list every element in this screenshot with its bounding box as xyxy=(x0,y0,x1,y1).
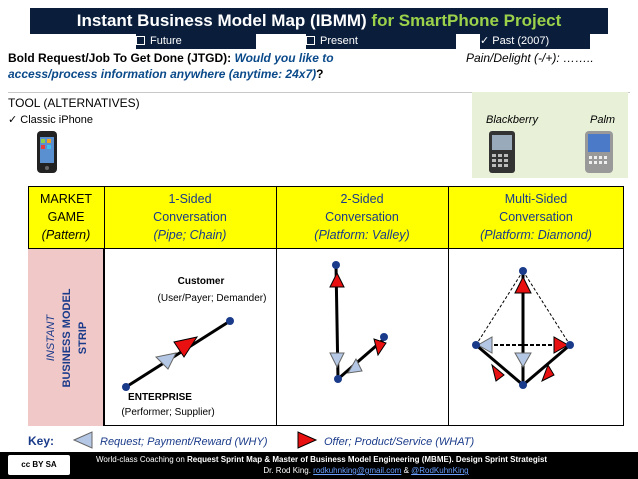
enterprise-role: (Performer; Supplier) xyxy=(121,407,215,418)
node xyxy=(332,261,340,269)
cc-license-badge: cc BY SA xyxy=(8,455,70,475)
node xyxy=(334,375,342,383)
pain-delight: Pain/Delight (-/+): …….. xyxy=(466,51,594,65)
col-line1: 1-Sided xyxy=(168,192,212,206)
alt-blackberry-label: Blackberry xyxy=(486,114,538,126)
footer xyxy=(0,452,638,479)
tool-label: TOOL (ALTERNATIVES) xyxy=(8,96,140,110)
key-offer: Offer; Product/Service (WHAT) xyxy=(324,436,475,448)
footer-bold: Request Sprint Map & Master of Business … xyxy=(187,455,548,464)
blackberry-icon xyxy=(489,131,515,173)
strip-line2: BUSINESS MODEL xyxy=(61,288,73,387)
row-header-line1: MARKET xyxy=(39,192,93,206)
multi-sided-diagram xyxy=(472,267,574,389)
header-row xyxy=(28,186,624,249)
node xyxy=(380,333,388,341)
present-label: Present xyxy=(320,35,358,47)
node xyxy=(566,341,574,349)
customer-label: Customer xyxy=(177,276,225,287)
one-sided-diagram xyxy=(122,317,234,391)
customer-role: (User/Payer; Demander) xyxy=(157,293,267,304)
iphone-icon xyxy=(37,131,57,173)
key-request: Request; Payment/Reward (WHY) xyxy=(100,436,268,448)
request-arrow xyxy=(514,352,532,369)
past-label: Past (2007) xyxy=(492,35,550,47)
checkbox-present[interactable]: Present xyxy=(306,33,456,49)
title-main: Instant Business Model Map (IBMM) xyxy=(76,11,372,30)
footer-line1: World-class Coaching on Request Sprint M… xyxy=(96,455,636,464)
request-key-icon xyxy=(72,431,93,449)
tool-section xyxy=(8,92,630,180)
footer-line2: Dr. Rod King. rodkuhnking@gmail.com & @R… xyxy=(96,466,636,475)
enterprise-label: ENTERPRISE xyxy=(128,392,192,403)
offer-arrow xyxy=(514,275,532,294)
offer-arrow xyxy=(491,363,505,382)
strip-label: INSTANT BUSINESS MODEL STRIP xyxy=(45,288,89,387)
strip-line1: INSTANT xyxy=(45,314,57,362)
author: Dr. Rod King. xyxy=(263,466,314,475)
strip-column xyxy=(28,249,104,426)
jtgd-question-1: Would you like to xyxy=(234,51,334,65)
two-sided-diagram xyxy=(329,261,388,383)
footer-pre: World-class Coaching on xyxy=(96,455,188,464)
col-header-2sided: 2-Sided Conversation (Platform: Valley) xyxy=(276,186,448,249)
jtgd-label: Bold Request/Job To Get Done (JTGD): xyxy=(8,51,235,65)
row-header-line3: (Pattern) xyxy=(41,228,91,242)
request-arrow xyxy=(347,357,363,374)
node xyxy=(519,381,527,389)
offer-arrow xyxy=(541,363,555,383)
key-label: Key: xyxy=(28,434,55,448)
col-line3: (Platform: Valley) xyxy=(314,228,410,242)
offer-arrow xyxy=(373,338,387,357)
col-line1: 2-Sided xyxy=(340,192,384,206)
future-label: Future xyxy=(150,35,182,47)
divider xyxy=(276,186,277,426)
checkbox-past[interactable]: ✓ Past (2007) xyxy=(480,33,590,49)
jtgd-question-2: access/process information anywhere (any… xyxy=(8,67,317,81)
node xyxy=(519,267,527,275)
row-header: MARKET GAME (Pattern) xyxy=(28,186,104,249)
email-link[interactable]: rodkuhnking@gmail.com xyxy=(313,466,402,475)
request-arrow xyxy=(154,352,177,370)
offer-key-icon xyxy=(297,431,318,449)
alt-palm-label: Palm xyxy=(590,114,616,126)
jtgd-suffix: ? xyxy=(316,67,324,81)
tool-item: ✓ Classic iPhone xyxy=(8,113,93,126)
customer-node xyxy=(226,317,234,325)
col-line2: Conversation xyxy=(325,210,399,224)
col-line2: Conversation xyxy=(499,210,573,224)
col-line3: (Platform: Diamond) xyxy=(480,228,592,242)
amp: & xyxy=(401,466,412,475)
strip-line3: STRIP xyxy=(77,322,89,354)
title-highlight: for SmartPhone Project xyxy=(371,11,562,30)
divider xyxy=(104,186,105,426)
request-arrow xyxy=(329,352,345,369)
title-bar: Instant Business Model Map (IBMM) for Sm… xyxy=(30,8,608,34)
request-arrow xyxy=(476,336,493,354)
offer-arrow xyxy=(173,336,199,358)
palm-icon xyxy=(585,131,613,173)
offer-arrow xyxy=(329,271,345,288)
col-line2: Conversation xyxy=(153,210,227,224)
node xyxy=(472,341,480,349)
twitter-link[interactable]: @RodKuhnKing xyxy=(411,466,469,475)
check-icon: ✓ xyxy=(480,35,493,47)
col-line3: (Pipe; Chain) xyxy=(153,228,227,242)
enterprise-node xyxy=(122,383,130,391)
offer-arrow xyxy=(553,336,570,354)
row-header-line2: GAME xyxy=(47,210,85,224)
col-line1: Multi-Sided xyxy=(504,192,568,206)
checkbox-future[interactable]: Future xyxy=(136,33,256,49)
check-icon: ✓ xyxy=(8,114,21,126)
jtgd-statement: Bold Request/Job To Get Done (JTGD): Wou… xyxy=(8,50,428,82)
tool-item-label: Classic iPhone xyxy=(20,114,94,126)
divider xyxy=(448,186,449,426)
col-header-multisided: Multi-Sided Conversation (Platform: Diam… xyxy=(448,186,624,249)
col-header-1sided: 1-Sided Conversation (Pipe; Chain) xyxy=(104,186,276,249)
